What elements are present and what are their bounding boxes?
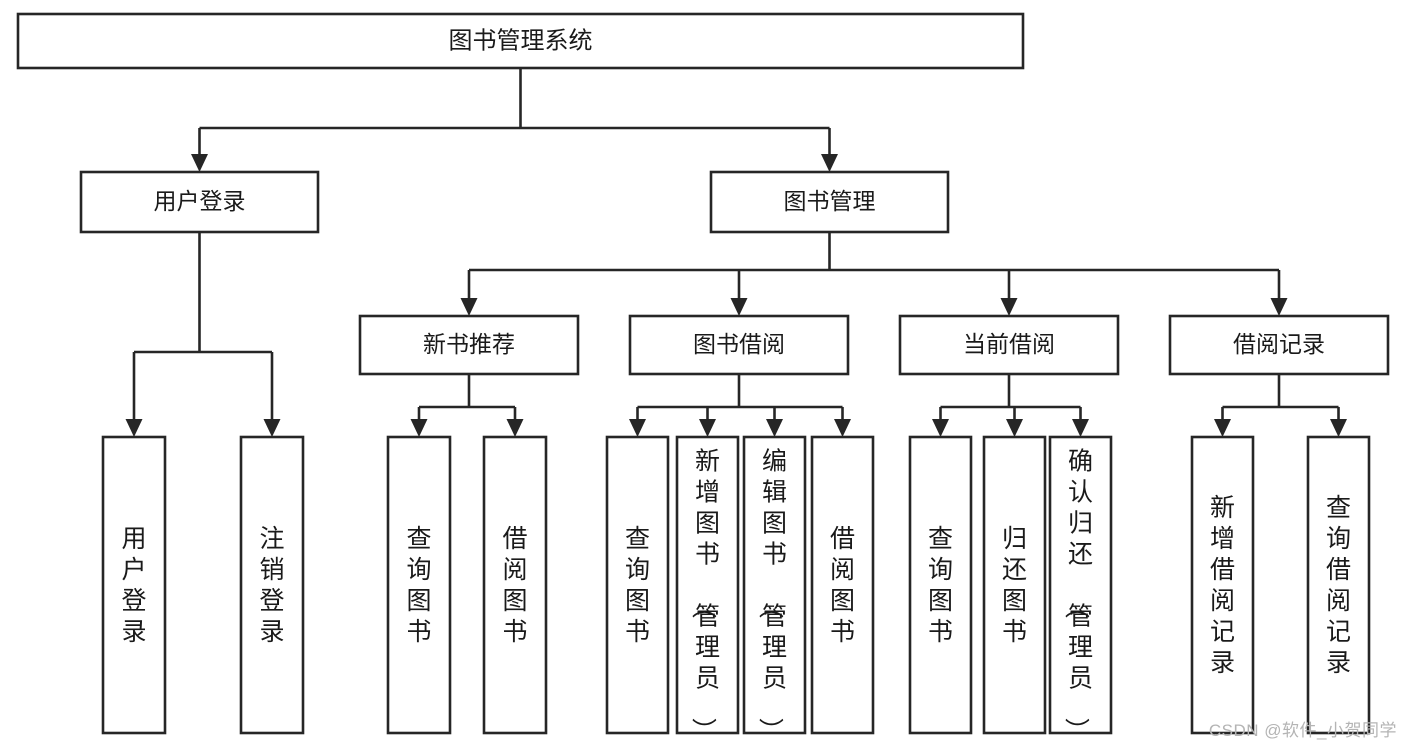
node-label-leaf-user-login: 用户登录: [121, 525, 146, 646]
node-box-leaf-confirm-return-admin: [1048, 435, 1113, 735]
node-box-leaf-query-book-current: [908, 435, 973, 735]
node-label-leaf-add-book-admin: 新增图书（管理员）: [689, 448, 720, 743]
csdn-watermark: CSDN @软件_小贺同学: [1208, 721, 1397, 740]
node-book-borrow[interactable]: 图书借阅: [628, 314, 850, 376]
node-box-leaf-user-login: [101, 435, 167, 735]
node-leaf-add-borrow-record[interactable]: 新增借阅记录: [1190, 435, 1255, 735]
node-root[interactable]: 图书管理系统: [16, 12, 1025, 70]
arrow-to-leaf-edit-book-admin-head: [766, 419, 783, 437]
node-leaf-logout[interactable]: 注销登录: [239, 435, 305, 735]
node-leaf-borrow-book-recommend[interactable]: 借阅图书: [482, 435, 548, 735]
node-label-leaf-add-borrow-record: 新增借阅记录: [1210, 494, 1235, 677]
node-label-leaf-confirm-return-admin: 确认归还（管理员）: [1062, 448, 1093, 743]
node-label-leaf-query-book-borrow: 查询图书: [625, 525, 650, 646]
node-box-leaf-borrow-book: [810, 435, 875, 735]
node-box-leaf-query-borrow-record: [1306, 435, 1371, 735]
node-leaf-query-borrow-record[interactable]: 查询借阅记录: [1306, 435, 1371, 735]
node-box-leaf-query-book-recommend: [386, 435, 452, 735]
arrow-to-borrow-record-head: [1270, 298, 1288, 316]
node-box-leaf-query-book-borrow: [605, 435, 670, 735]
arrow-to-leaf-logout-head: [263, 419, 281, 437]
node-box-leaf-return-book: [982, 435, 1047, 735]
arrow-to-leaf-borrow-book-head: [834, 419, 851, 437]
node-box-book-borrow: [628, 314, 850, 376]
node-label-leaf-logout: 注销登录: [259, 525, 284, 646]
node-new-book-recommend[interactable]: 新书推荐: [358, 314, 580, 376]
node-boxes-layer: 图书管理系统用户登录图书管理新书推荐图书借阅当前借阅借阅记录用户登录注销登录查询…: [16, 12, 1390, 743]
node-label-borrow-record: 借阅记录: [1233, 331, 1325, 357]
node-label-book-management: 图书管理: [784, 188, 876, 214]
arrow-to-leaf-query-book-recommend-head: [410, 419, 428, 437]
arrow-to-leaf-add-borrow-record-head: [1214, 419, 1231, 437]
node-leaf-return-book[interactable]: 归还图书: [982, 435, 1047, 735]
node-book-management[interactable]: 图书管理: [709, 170, 950, 234]
node-label-current-borrow: 当前借阅: [963, 331, 1055, 357]
node-box-current-borrow: [898, 314, 1120, 376]
node-box-leaf-add-borrow-record: [1190, 435, 1255, 735]
node-leaf-query-book-current[interactable]: 查询图书: [908, 435, 973, 735]
node-leaf-query-book-recommend[interactable]: 查询图书: [386, 435, 452, 735]
node-leaf-user-login[interactable]: 用户登录: [101, 435, 167, 735]
arrow-to-new-book-recommend-head: [460, 298, 478, 316]
arrow-to-leaf-return-book-head: [1006, 419, 1023, 437]
node-label-new-book-recommend: 新书推荐: [423, 331, 515, 357]
arrow-to-user-login-head: [191, 154, 208, 172]
node-label-leaf-query-borrow-record: 查询借阅记录: [1326, 494, 1351, 677]
node-label-leaf-query-book-current: 查询图书: [928, 525, 953, 646]
node-box-leaf-logout: [239, 435, 305, 735]
arrow-to-leaf-borrow-book-recommend-head: [506, 419, 524, 437]
arrow-to-leaf-confirm-return-admin-head: [1072, 419, 1089, 437]
arrow-to-book-management-head: [821, 154, 838, 172]
arrow-to-leaf-query-borrow-record-head: [1330, 419, 1347, 437]
node-label-leaf-return-book: 归还图书: [1002, 525, 1027, 646]
node-leaf-borrow-book[interactable]: 借阅图书: [810, 435, 875, 735]
arrow-to-leaf-user-login-head: [125, 419, 143, 437]
node-box-user-login: [79, 170, 320, 234]
node-leaf-edit-book-admin[interactable]: 编辑图书（管理员）: [742, 435, 807, 743]
node-label-root: 图书管理系统: [449, 27, 593, 54]
node-label-leaf-query-book-recommend: 查询图书: [406, 525, 431, 646]
arrow-to-leaf-query-book-borrow-head: [629, 419, 646, 437]
node-label-leaf-borrow-book-recommend: 借阅图书: [502, 525, 527, 646]
node-current-borrow[interactable]: 当前借阅: [898, 314, 1120, 376]
node-leaf-add-book-admin[interactable]: 新增图书（管理员）: [675, 435, 740, 743]
node-box-book-management: [709, 170, 950, 234]
node-borrow-record[interactable]: 借阅记录: [1168, 314, 1390, 376]
arrow-to-current-borrow-head: [1000, 298, 1018, 316]
node-label-leaf-edit-book-admin: 编辑图书（管理员）: [756, 448, 787, 743]
node-box-leaf-add-book-admin: [675, 435, 740, 735]
connector-lines-layer: [125, 68, 1347, 437]
node-leaf-confirm-return-admin[interactable]: 确认归还（管理员）: [1048, 435, 1113, 743]
node-box-leaf-edit-book-admin: [742, 435, 807, 735]
arrow-to-book-borrow-head: [730, 298, 748, 316]
node-box-new-book-recommend: [358, 314, 580, 376]
arrow-to-leaf-add-book-admin-head: [699, 419, 716, 437]
node-box-root: [16, 12, 1025, 70]
node-user-login[interactable]: 用户登录: [79, 170, 320, 234]
node-label-book-borrow: 图书借阅: [693, 331, 785, 357]
node-leaf-query-book-borrow[interactable]: 查询图书: [605, 435, 670, 735]
node-box-leaf-borrow-book-recommend: [482, 435, 548, 735]
node-label-user-login: 用户登录: [154, 188, 246, 214]
node-label-leaf-borrow-book: 借阅图书: [830, 525, 855, 646]
arrow-to-leaf-query-book-current-head: [932, 419, 949, 437]
node-box-borrow-record: [1168, 314, 1390, 376]
